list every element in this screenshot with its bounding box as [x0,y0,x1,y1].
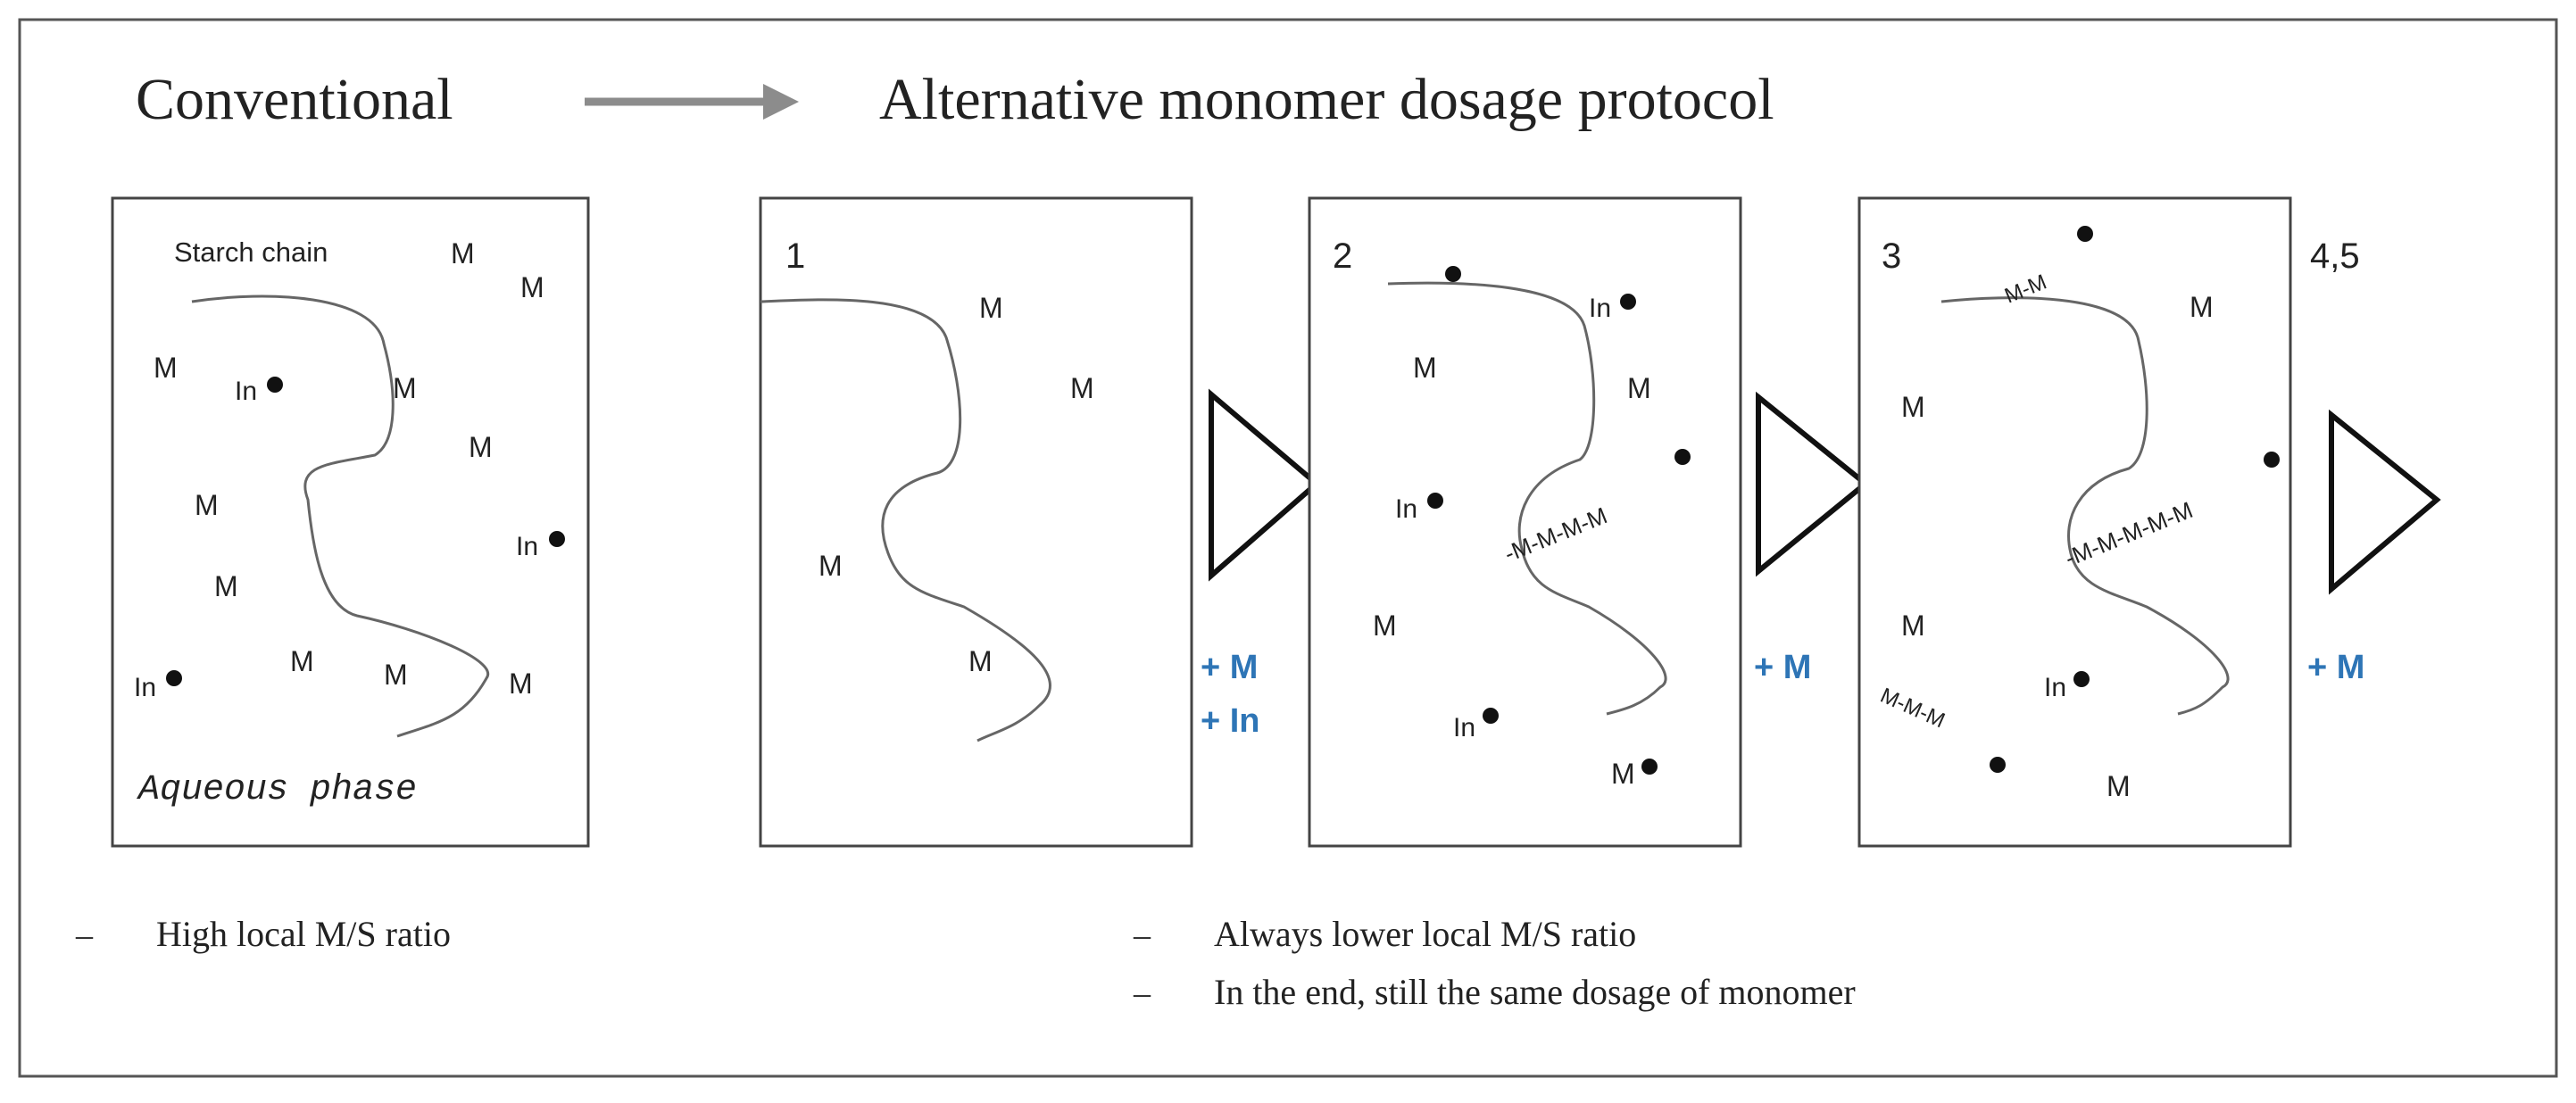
radical-dot [1674,449,1691,465]
starch-chain-curve [760,298,1051,742]
stage-arrow [1209,388,1321,582]
monomer-label: M [1070,372,1094,404]
radical-dot [1620,294,1636,310]
note-dash: – [75,916,94,954]
panel-step-2: 2 In M M In -M-M-M-M M In M [1308,196,1742,848]
radical-dot [1427,493,1443,509]
panel-step-3: 3 M-M M M -M-M-M-M-M M In M-M-M M [1857,196,2292,848]
radical-dot [1641,759,1658,775]
initiator-label: In [2044,673,2066,702]
monomer-label: M [520,271,544,303]
addition-label: + M [2307,649,2364,686]
monomer-label: M [393,372,417,404]
step-number: 4,5 [2310,236,2360,276]
radical-dot [1445,266,1461,282]
radical-dot [166,670,182,686]
outer-frame [18,18,2558,1078]
monomer-label: M [214,570,238,602]
note-text: High local M/S ratio [156,914,451,954]
transition-arrow-head [763,84,799,120]
monomer-label: M [819,550,843,582]
monomer-label: M [509,668,533,700]
monomer-label: M [195,489,219,521]
initiator-label: In [134,673,156,702]
stage-arrow [2329,409,2441,595]
monomer-label: M [1373,610,1397,642]
monomer-label: M [1627,372,1651,404]
monomer-label: M [979,292,1003,324]
monomer-label: M [290,645,314,677]
addition-label: + M [1754,649,1811,686]
notes-right: – Always lower local M/S ratio – In the … [1133,914,1856,1012]
monomer-label: M [968,645,993,677]
initiator-label: In [235,377,257,406]
note-dash: – [1133,974,1151,1012]
panel-frame [759,196,1193,848]
monomer-label: M [1901,391,1925,423]
panel-frame [1857,196,2292,848]
addition-label: + In [1201,702,1260,740]
panel-frame [1308,196,1742,848]
aqueous-phase-label: Aqueous phase [136,770,417,810]
monomer-label: M [1901,610,1925,642]
radical-dot [2264,452,2280,468]
addition-label: + M [1201,649,1258,686]
heading-conventional: Conventional [136,67,453,132]
initiator-label: In [1589,294,1611,323]
stage-arrow [1756,391,1870,577]
initiator-label: In [1395,494,1417,524]
note-text: Always lower local M/S ratio [1214,914,1636,954]
starch-chain-curve [191,294,490,738]
step-number: 1 [785,236,805,276]
monomer-label: M [451,237,475,270]
monomer-label: M [469,431,493,463]
heading-alternative: Alternative monomer dosage protocol [879,67,1774,132]
radical-dot [549,531,565,547]
starch-chain-curve [1387,281,1667,716]
panel-frame [111,196,590,848]
initiator-label: In [516,532,538,561]
starch-chain-label: Starch chain [174,236,328,268]
note-text: In the end, still the same dosage of mon… [1214,972,1856,1012]
step-number: 2 [1333,236,1352,276]
radical-dot [1990,757,2006,773]
starch-chain-curve [1940,296,2230,716]
radical-dot [267,377,283,393]
panel-step-1: 1 M M M M [759,196,1193,848]
notes-left: – High local M/S ratio [75,914,451,954]
monomer-label: M [1611,758,1635,790]
monomer-label: M [2107,770,2131,802]
radical-dot [2077,226,2093,242]
step-number: 3 [1882,236,1901,276]
monomer-label: M [2190,291,2214,323]
note-dash: – [1133,916,1151,954]
initiator-label: In [1453,713,1475,742]
radical-dot [1483,708,1499,724]
radical-dot [2073,671,2090,687]
panel-conventional: Starch chain M M M In M M M In M M M M I… [111,196,590,848]
monomer-label: M [384,659,408,691]
monomer-label: M [154,352,178,384]
monomer-label: M [1413,352,1437,384]
